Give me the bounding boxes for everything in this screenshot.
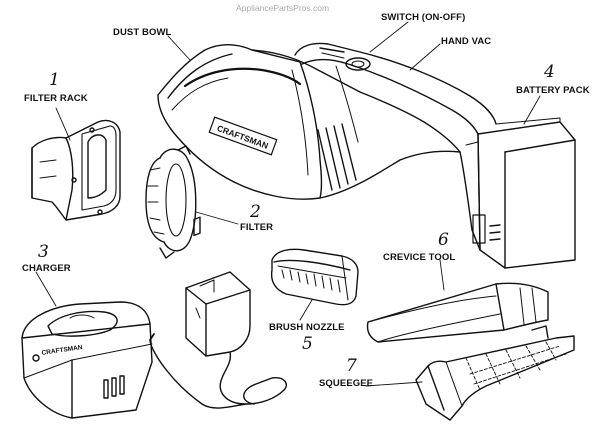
label-dust-bowl: DUST BOWL [113,27,172,38]
brand-plate-charger: CRAFTSMAN [41,344,83,357]
leader-hand-vac [409,43,441,71]
number-brush-nozzle: 5 [302,334,313,354]
leader-switch [369,21,409,53]
label-filter: FILTER [240,222,274,233]
label-hand-vac: HAND VAC [441,36,492,47]
label-brush-nozzle: BRUSH NOZZLE [269,322,345,333]
number-filter: 2 [250,202,261,222]
leader-charger [35,271,57,307]
charger-drawing [21,301,153,419]
label-switch: SWITCH (ON-OFF) [381,12,466,23]
label-battery-pack: BATTERY PACK [516,85,590,96]
label-crevice-tool: CREVICE TOOL [383,252,456,263]
leader-brush [299,299,313,321]
label-charger: CHARGER [22,263,71,274]
filter-drawing [145,145,197,259]
leader-squeegee [365,381,423,387]
label-filter-rack: FILTER RACK [24,93,88,104]
adapter-drawing [149,216,288,409]
leader-dust-bowl [167,35,191,61]
leader-filter [195,211,239,225]
squeegee-drawing [415,325,575,421]
leader-battery [523,95,541,125]
leader-filter-rack [55,107,71,141]
brand-text-charger: CRAFTSMAN [41,344,83,357]
number-charger: 3 [38,242,49,262]
crevice-tool-drawing [366,282,549,343]
number-squeegee: 7 [346,356,357,376]
number-filter-rack: 1 [49,70,60,90]
number-battery-pack: 4 [544,62,555,82]
filter-rack-drawing [31,119,121,221]
label-squeegee: SQUEEGEE [319,378,374,389]
brush-nozzle-drawing [270,248,359,306]
number-crevice-tool: 6 [438,230,449,250]
hand-vac-drawing [157,42,576,269]
watermark: AppliancePartsPros.com [236,3,330,13]
leader-crevice [439,259,445,291]
brand-plate-vac: CRAFTSMAN [208,116,278,156]
